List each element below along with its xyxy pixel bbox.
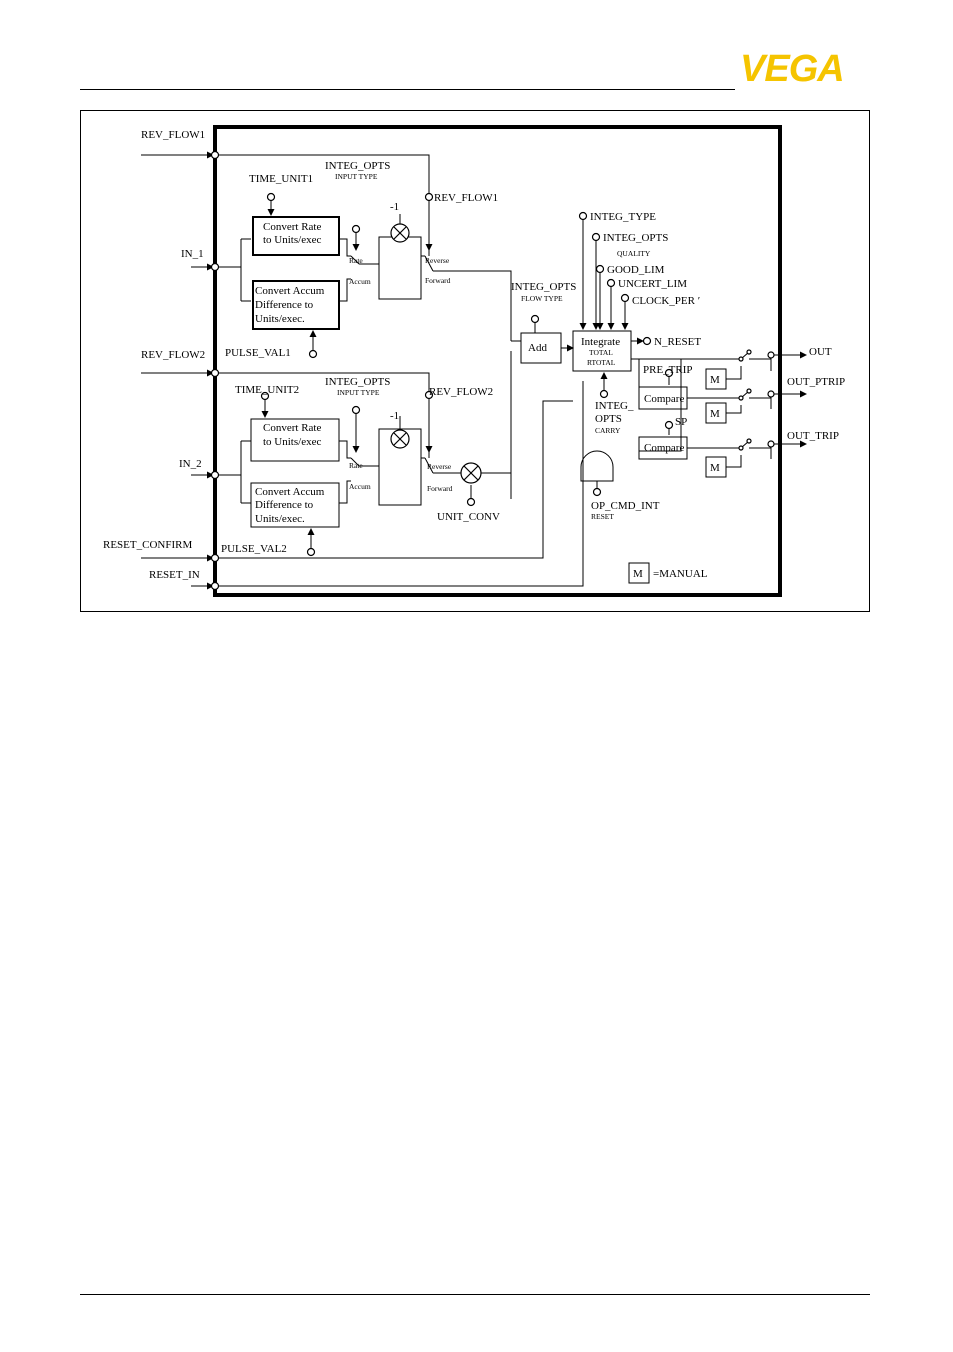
header-rule — [80, 89, 735, 90]
footer-rule — [80, 1294, 870, 1295]
block-integrate-label: Integrate — [581, 336, 620, 348]
block-convert-accum-1-line2: Difference to — [255, 299, 314, 311]
input-rev-flow2-label: REV_FLOW2 — [141, 349, 205, 361]
block-convert-accum-2-line2: Difference to — [255, 499, 314, 511]
param-flow-type: FLOW TYPE — [521, 294, 563, 303]
manual-m1-label: M — [710, 374, 720, 386]
param-integ-type: INTEG_TYPE — [590, 211, 656, 223]
convert-accum-2-block — [250, 482, 340, 528]
param-pre-trip: PRE_TRIP — [643, 364, 693, 376]
block-rtotal-label: RTOTAL — [587, 358, 616, 367]
param-quality: QUALITY — [617, 249, 651, 258]
param-integ-opts-flow: INTEG_OPTS — [511, 281, 576, 293]
switch-forward-2: Forward — [427, 484, 453, 493]
output-out-ptrip-label: OUT_PTRIP — [787, 376, 845, 388]
manual-m3-label: M — [710, 462, 720, 474]
param-integ-carry-1: INTEG_ — [595, 400, 634, 412]
switch-rate-1: Rate — [349, 256, 363, 265]
param-time-unit2: TIME_UNIT2 — [235, 384, 299, 396]
legend-manual-text: =MANUAL — [653, 568, 708, 580]
output-out-trip-label: OUT_TRIP — [787, 430, 839, 442]
param-pulse-val2: PULSE_VAL2 — [221, 543, 287, 555]
legend-m-box — [628, 562, 650, 584]
switch-accum-2: Accum — [349, 482, 371, 491]
block-convert-accum-2-line1: Convert Accum — [255, 486, 325, 498]
block-convert-accum-1-line3: Units/exec. — [255, 313, 305, 325]
switch-reverse-2: Reverse — [427, 462, 452, 471]
block-convert-rate-2-line2: to Units/exec — [263, 436, 321, 448]
input-in2-label: IN_2 — [179, 458, 202, 470]
switch-accum-1: Accum — [349, 277, 371, 286]
manual-m2-label: M — [710, 408, 720, 420]
param-time-unit1: TIME_UNIT1 — [249, 173, 313, 185]
param-pulse-val1: PULSE_VAL1 — [225, 347, 291, 359]
param-reset: RESET — [591, 512, 614, 521]
input-in1-label: IN_1 — [181, 248, 204, 260]
input-reset-confirm-label: RESET_CONFIRM — [103, 539, 192, 551]
block-total-label: TOTAL — [589, 348, 613, 357]
input-reset-in-label: RESET_IN — [149, 569, 200, 581]
param-rev-flow2: REV_FLOW2 — [429, 386, 493, 398]
param-sp: SP — [675, 416, 687, 428]
function-block-diagram: REV_FLOW1 IN_1 REV_FLOW2 IN_2 RESET_CONF… — [103, 125, 845, 597]
block-convert-rate-2-line1: Convert Rate — [263, 422, 321, 434]
param-integ-opts-quality: INTEG_OPTS — [603, 232, 668, 244]
param-uncert-lim: UNCERT_LIM — [618, 278, 687, 290]
integrate-block — [572, 330, 632, 372]
vega-logo-text: VEGA — [740, 50, 844, 86]
block-convert-accum-1-line1: Convert Accum — [255, 285, 325, 297]
block-convert-rate-1-line1: Convert Rate — [263, 221, 321, 233]
convert-accum-1-block — [252, 280, 340, 330]
param-rev-flow1: REV_FLOW1 — [434, 192, 498, 204]
param-carry: CARRY — [595, 426, 621, 435]
convert-rate-2-block — [250, 418, 340, 462]
param-minus-one-1: -1 — [390, 201, 399, 213]
param-integ-carry-2: OPTS — [595, 413, 622, 425]
legend-m-label: M — [633, 568, 643, 580]
param-good-lim: GOOD_LIM — [607, 264, 665, 276]
switch-reverse-1: Reverse — [425, 256, 450, 265]
param-input-type-2: INPUT TYPE — [337, 388, 380, 397]
param-unit-conv: UNIT_CONV — [437, 511, 500, 523]
block-compare-2-label: Compare — [644, 442, 684, 454]
input-rev-flow1-label: REV_FLOW1 — [141, 129, 205, 141]
block-add-label: Add — [528, 342, 547, 354]
param-op-cmd-int: OP_CMD_INT — [591, 500, 660, 512]
multiplier-icons — [390, 223, 482, 484]
switch-rate-2: Rate — [349, 461, 363, 470]
convert-rate-1-block — [252, 216, 340, 256]
block-convert-rate-1-line2: to Units/exec — [263, 234, 321, 246]
param-input-type-1: INPUT TYPE — [335, 172, 378, 181]
param-minus-one-2: -1 — [390, 410, 399, 422]
param-clock-per: CLOCK_PER ′ — [632, 295, 700, 307]
reset-gate — [580, 450, 614, 482]
output-out-label: OUT — [809, 346, 832, 358]
param-integ-opts-input-1: INTEG_OPTS — [325, 160, 390, 172]
param-n-reset: N_RESET — [654, 336, 701, 348]
main-block-border — [213, 125, 782, 597]
block-compare-1-label: Compare — [644, 393, 684, 405]
param-integ-opts-input-2: INTEG_OPTS — [325, 376, 390, 388]
switch-forward-1: Forward — [425, 276, 451, 285]
vega-logo: VEGA — [740, 50, 845, 86]
diagram-frame: REV_FLOW1 IN_1 REV_FLOW2 IN_2 RESET_CONF… — [80, 110, 870, 612]
block-convert-accum-2-line3: Units/exec. — [255, 513, 305, 525]
